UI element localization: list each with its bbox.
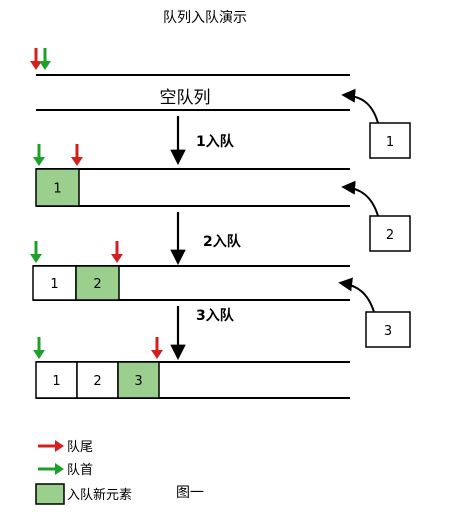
new-element-swatch <box>35 483 65 505</box>
queue-state-1: 1 <box>35 168 350 207</box>
queue-cell: 1 <box>32 265 77 301</box>
incoming-element-3: 3 <box>338 277 411 348</box>
step-arrow-3: 3入队 <box>170 306 235 361</box>
queue-cell: 2 <box>76 361 119 399</box>
curved-arrow-icon <box>341 88 379 124</box>
incoming-box <box>369 122 411 159</box>
legend: 队尾 队首 入队新元素 <box>35 440 132 505</box>
pointer-arrows <box>30 48 163 359</box>
step-label: 3入队 <box>196 307 235 324</box>
step-label: 2入队 <box>203 233 242 250</box>
legend-head-label: 队首 <box>67 463 93 478</box>
diagram-title: 队列入队演示 <box>163 10 247 26</box>
incoming-value: 3 <box>384 324 392 339</box>
curved-arrow-icon <box>338 277 375 313</box>
figure-caption: 图一 <box>176 485 204 501</box>
incoming-value: 1 <box>386 135 394 150</box>
tail-pointer-icon <box>111 241 123 263</box>
queue-cell: 3 <box>117 361 160 399</box>
queue-state-3: 1 2 3 <box>35 361 350 399</box>
cell-value: 1 <box>50 277 58 292</box>
legend-head: 队首 <box>38 463 93 478</box>
head-pointer-icon <box>39 48 51 70</box>
cell-value: 3 <box>134 374 142 389</box>
queue-empty: 空队列 <box>36 74 350 111</box>
tail-arrowhead-icon <box>55 440 64 452</box>
new-element-cell <box>117 361 160 399</box>
cell-value: 1 <box>53 182 61 197</box>
cell-value: 2 <box>93 277 101 292</box>
incoming-box <box>369 215 411 252</box>
cell-value: 1 <box>52 374 60 389</box>
step-arrow-2: 2入队 <box>170 212 242 266</box>
legend-new-label: 入队新元素 <box>67 487 132 503</box>
cell-value: 2 <box>93 374 101 389</box>
queue-cell: 1 <box>35 361 78 399</box>
tail-pointer-icon <box>151 337 163 359</box>
empty-queue-label: 空队列 <box>160 88 211 108</box>
incoming-element-1: 1 <box>341 88 411 159</box>
legend-tail-label: 队尾 <box>67 440 93 455</box>
step-label: 1入队 <box>196 133 235 150</box>
head-pointer-icon <box>30 241 42 263</box>
new-element-cell <box>35 168 80 207</box>
incoming-element-2: 2 <box>341 180 411 252</box>
queue-cell: 1 <box>35 168 80 207</box>
incoming-value: 2 <box>386 228 394 243</box>
queue-cells: 1 <box>35 168 80 207</box>
queue-cell: 2 <box>75 265 120 301</box>
step-arrow-1: 1入队 <box>170 116 235 166</box>
new-element-cell <box>75 265 120 301</box>
tail-pointer-icon <box>30 48 42 70</box>
head-pointer-icon <box>33 337 45 359</box>
tail-pointer-icon <box>71 144 83 166</box>
curved-arrow-icon <box>341 180 379 217</box>
legend-tail: 队尾 <box>38 440 93 455</box>
head-arrowhead-icon <box>55 463 64 475</box>
head-pointer-icon <box>33 144 45 166</box>
legend-new-element: 入队新元素 <box>35 483 132 505</box>
queue-cells: 1 2 3 <box>35 361 160 399</box>
incoming-box <box>365 311 411 348</box>
